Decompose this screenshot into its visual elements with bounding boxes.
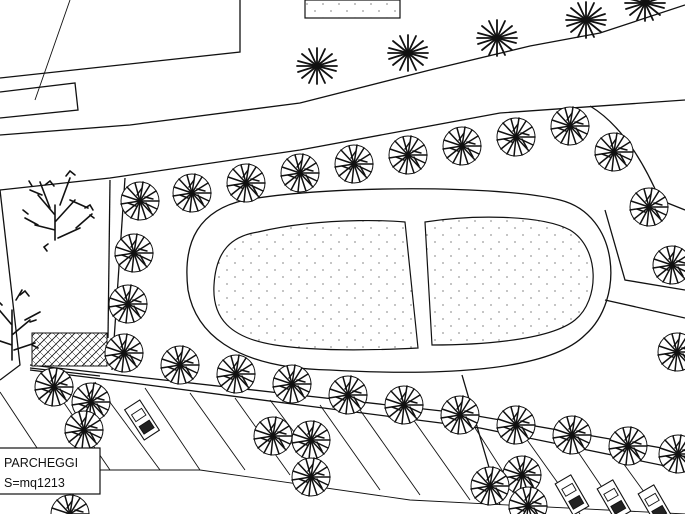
parking-label-area: S=mq1213 — [4, 476, 65, 490]
parking-label: PARCHEGGI S=mq1213 — [0, 447, 101, 495]
parking-label-title: PARCHEGGI — [4, 456, 78, 470]
paving-hatch — [31, 332, 108, 367]
park-area — [186, 188, 612, 373]
shrub-icon — [0, 169, 95, 361]
top-building — [0, 0, 401, 119]
